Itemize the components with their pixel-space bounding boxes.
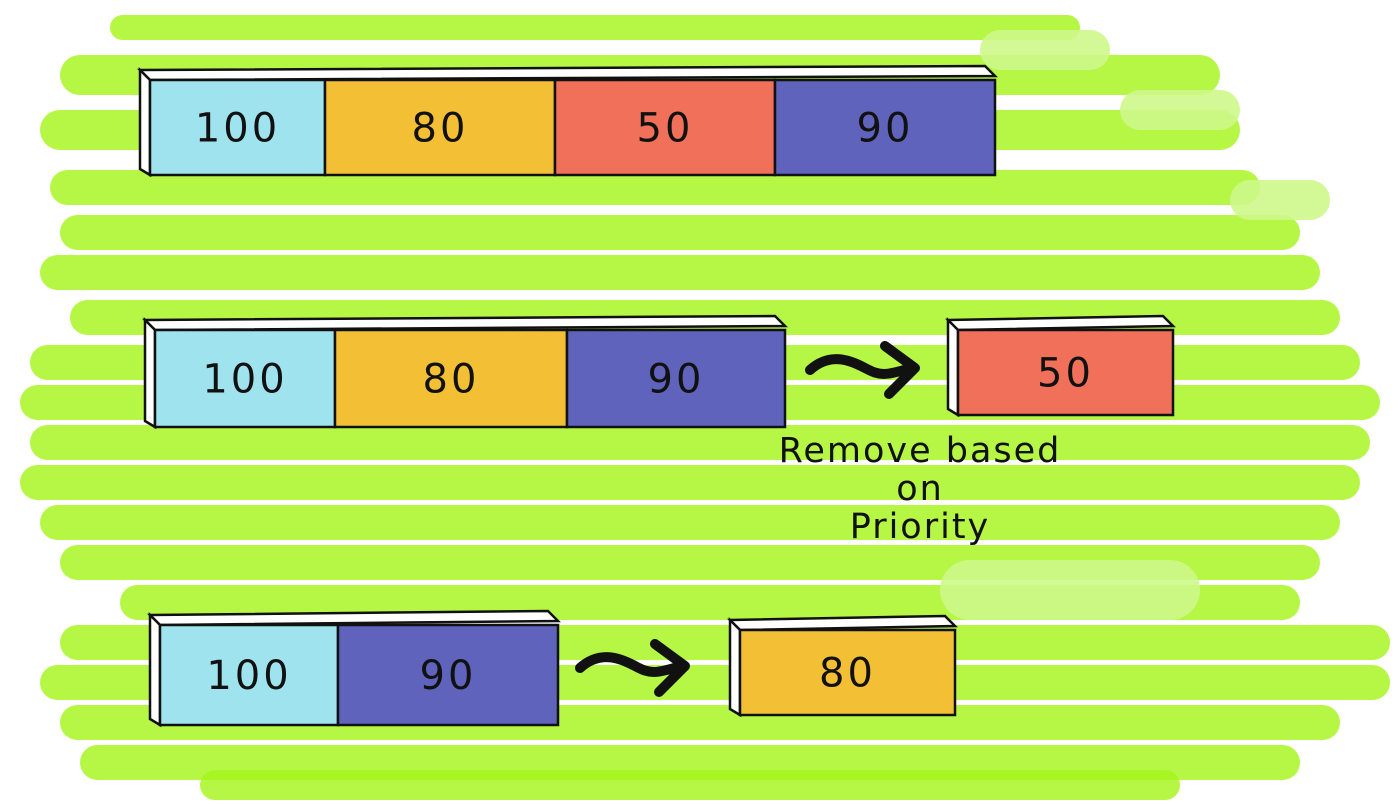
- removed-tray: [945, 314, 1176, 418]
- queue-cell: 90: [336, 623, 560, 727]
- queue-row-3: 100 90 80: [147, 609, 958, 728]
- removed-tray-end-face: [728, 616, 742, 718]
- queue-cell-label: 90: [857, 106, 914, 152]
- removed-item-fill: [956, 328, 1175, 417]
- queue-row-1: 100 80 50 90: [136, 64, 999, 178]
- queue-tray-2: [142, 314, 788, 430]
- queue-cell: 100: [158, 623, 340, 727]
- queue-cell-fill: [158, 623, 340, 727]
- queue-tray-1: [136, 64, 999, 178]
- queue-cell-label: 100: [206, 653, 291, 699]
- queue-cell-label: 50: [637, 106, 694, 152]
- removed-item-label: 50: [1037, 351, 1094, 397]
- queue-tray-3-end-face: [148, 611, 162, 728]
- queue-cell: 100: [153, 328, 337, 429]
- queue-cell-fill: [153, 328, 337, 429]
- queue-cell: 80: [323, 78, 557, 177]
- dequeue-arrow-icon-head: [880, 341, 920, 399]
- queue-cell-fill: [148, 78, 327, 177]
- queue-tray-2-end-face: [143, 316, 157, 430]
- queue-cell: 90: [773, 78, 997, 177]
- queue-cell: 100: [148, 78, 327, 177]
- queue-cell-fill: [553, 78, 777, 177]
- dequeue-arrow-icon-head: [650, 639, 690, 697]
- removed-tray-end-face: [946, 316, 960, 418]
- queue-cell: 50: [553, 78, 777, 177]
- dequeue-arrow-icon: [575, 639, 690, 697]
- removed-item: 80: [738, 628, 957, 717]
- dequeue-arrow-icon-shaft: [575, 652, 686, 677]
- remove-note: Remove based on Priority: [720, 432, 1120, 546]
- queue-cell: 90: [565, 328, 787, 429]
- queue-cell: 80: [333, 328, 569, 429]
- queue-row-2: 100 80 90 50: [142, 314, 1176, 430]
- queue-cell-label: 80: [412, 106, 469, 152]
- dequeue-arrow-icon-shaft: [805, 354, 916, 379]
- queue-cell-label: 90: [648, 357, 705, 403]
- dequeue-arrow-icon: [805, 341, 920, 399]
- queue-cell-fill: [565, 328, 787, 429]
- queue-cell-fill: [336, 623, 560, 727]
- queue-cell-fill: [333, 328, 569, 429]
- queue-cell-label: 90: [420, 653, 477, 699]
- queue-cell-label: 100: [195, 106, 280, 152]
- queue-cell-fill: [773, 78, 997, 177]
- queue-cell-label: 80: [423, 357, 480, 403]
- queue-rows: 100 80 50 90 100 80 90 50 100 90 80: [136, 64, 1176, 728]
- note-line-3: Priority: [849, 507, 991, 547]
- removed-item: 50: [956, 328, 1175, 417]
- queue-cell-fill: [323, 78, 557, 177]
- removed-item-label: 80: [819, 651, 876, 697]
- queue-tray-1-end-face: [138, 66, 152, 178]
- queue-cell-label: 100: [202, 357, 287, 403]
- note-line-1: Remove based: [778, 431, 1062, 471]
- note-line-2: on: [896, 469, 944, 509]
- removed-item-fill: [738, 628, 957, 717]
- queue-tray-3: [147, 609, 561, 728]
